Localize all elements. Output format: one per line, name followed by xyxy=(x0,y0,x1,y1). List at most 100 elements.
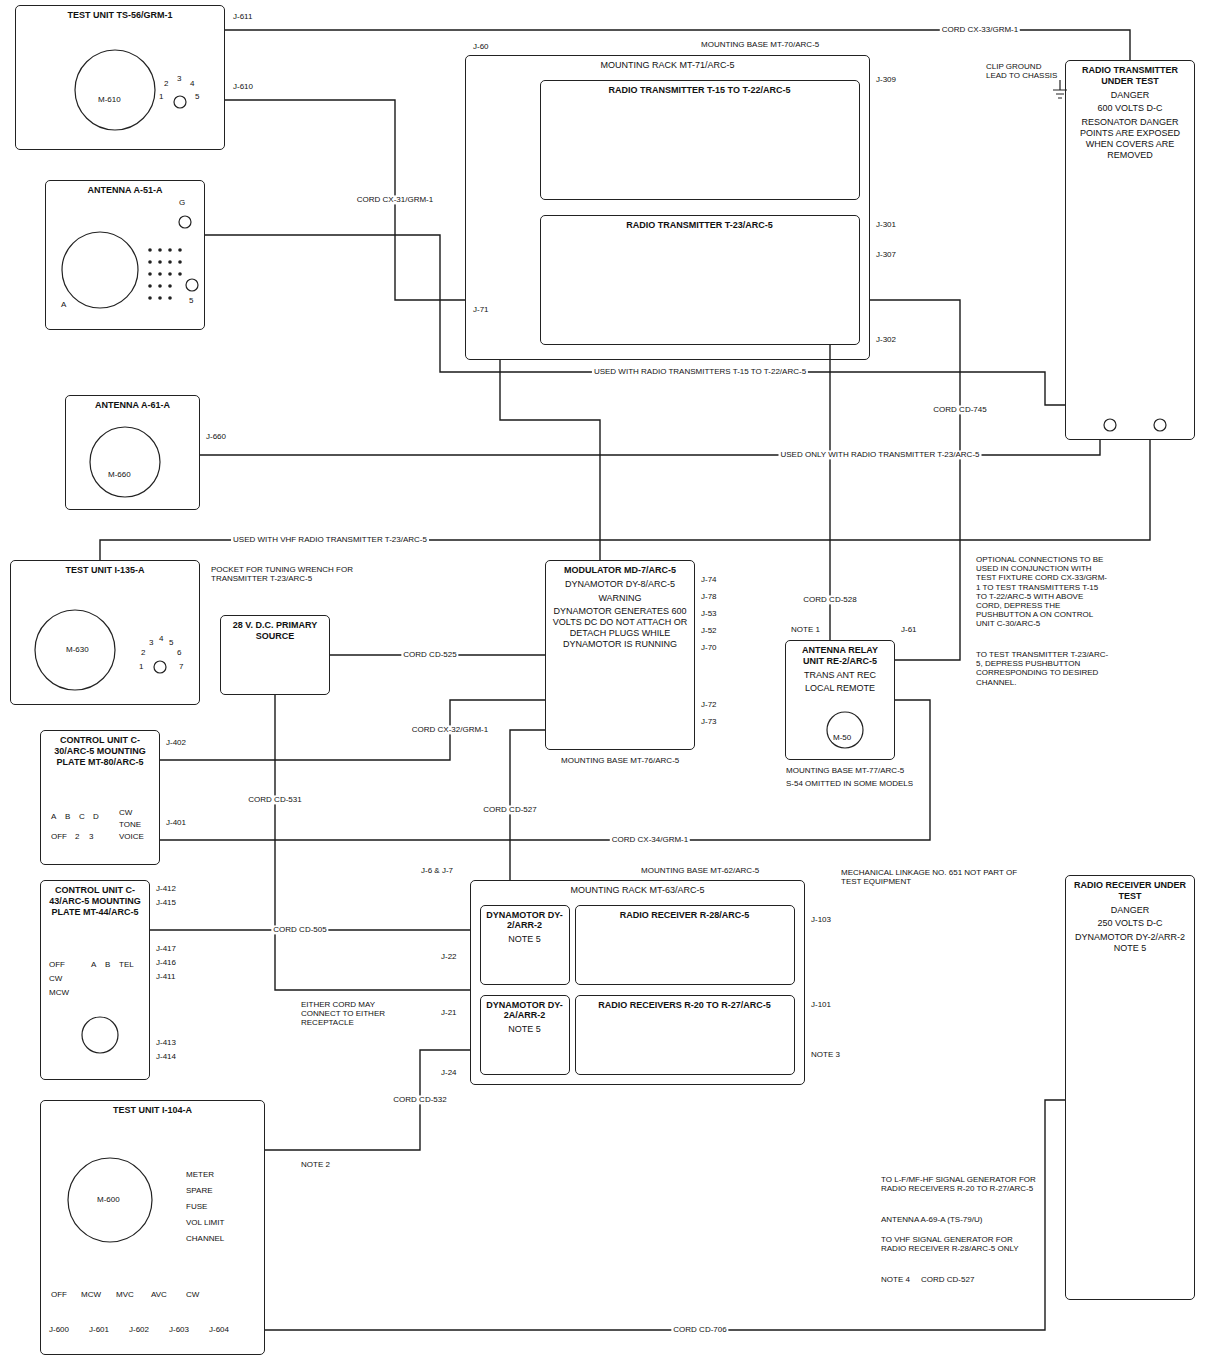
callout-label: 4 xyxy=(189,79,195,88)
callout-label: J-74 xyxy=(700,575,718,584)
ventilation-holes xyxy=(148,248,182,300)
callout-label: AVC xyxy=(150,1290,168,1299)
equipment-unit: RADIO TRANSMITTER T-15 TO T-22/ARC-5RADI… xyxy=(465,55,870,360)
callout-label: TONE xyxy=(118,820,142,829)
unit-text: 600 VOLTS D-C xyxy=(1071,103,1189,114)
callout-label: J-602 xyxy=(128,1325,150,1334)
callout-label: CW xyxy=(118,808,133,817)
equipment-unit: DYNAMOTOR DY-2/ARR-2NOTE 5RADIO RECEIVER… xyxy=(470,880,805,1085)
callout-label: B xyxy=(104,960,111,969)
callout-label: POCKET FOR TUNING WRENCH FOR TRANSMITTER… xyxy=(210,565,362,583)
unit-text: TRANS ANT REC xyxy=(791,670,889,681)
callout-label: J-73 xyxy=(700,717,718,726)
cable-cord xyxy=(100,440,1150,560)
tuning-dial xyxy=(82,1017,118,1053)
callout-label: NOTE 3 xyxy=(810,1050,841,1059)
unit-text: RADIO TRANSMITTER T-15 TO T-22/ARC-5 xyxy=(546,85,854,96)
callout-label: J-78 xyxy=(700,592,718,601)
callout-label: J-660 xyxy=(205,432,227,441)
equipment-unit: TEST UNIT I-104-A xyxy=(40,1100,265,1355)
callout-label: OFF xyxy=(50,832,68,841)
callout-label: MCW xyxy=(48,988,70,997)
unit-text: NOTE 5 xyxy=(486,934,564,945)
unit-text: TEST UNIT I-104-A xyxy=(46,1105,259,1116)
callout-label: J-307 xyxy=(875,250,897,259)
cord-label: USED ONLY WITH RADIO TRANSMITTER T-23/AR… xyxy=(779,450,982,459)
callout-label: 5 xyxy=(168,638,174,647)
callout-label: OPTIONAL CONNECTIONS TO BE USED IN CONJU… xyxy=(975,555,1112,629)
callout-label: J-413 xyxy=(155,1038,177,1047)
cable-cord xyxy=(870,300,960,660)
unit-text: WARNING xyxy=(551,593,689,604)
callout-label: J-411 xyxy=(155,972,176,981)
callout-label: J-72 xyxy=(700,700,718,709)
unit-text: RADIO TRANSMITTER UNDER TEST xyxy=(1071,65,1189,87)
callout-label: C xyxy=(78,812,86,821)
callout-label: J-52 xyxy=(700,626,718,635)
cord-label: CORD CX-32/GRM-1 xyxy=(410,725,490,734)
callout-label: J-103 xyxy=(810,915,832,924)
callout-label: TEL xyxy=(118,960,135,969)
callout-label: 2 xyxy=(163,79,169,88)
callout-label: VOICE xyxy=(118,832,145,841)
callout-label: 2 xyxy=(74,832,80,841)
callout-label: NOTE 1 xyxy=(790,625,821,634)
callout-label: 3 xyxy=(88,832,94,841)
callout-label: EITHER CORD MAY CONNECT TO EITHER RECEPT… xyxy=(300,1000,412,1028)
connector-plug xyxy=(1154,419,1166,431)
callout-label: J-24 xyxy=(440,1068,458,1077)
callout-label: TO VHF SIGNAL GENERATOR FOR RADIO RECEIV… xyxy=(880,1235,1037,1253)
callout-label: J-61 xyxy=(900,625,918,634)
callout-label: J-22 xyxy=(440,952,458,961)
callout-label: CW xyxy=(185,1290,200,1299)
callout-label: TO TEST TRANSMITTER T-23/ARC-5, DEPRESS … xyxy=(975,650,1112,687)
cord-label: CORD CD-745 xyxy=(931,405,988,414)
equipment-unit: TEST UNIT I-135-A xyxy=(10,560,200,705)
equipment-unit: CONTROL UNIT C-30/ARC-5 MOUNTING PLATE M… xyxy=(40,730,160,865)
callout-label: 6 xyxy=(176,648,182,657)
meter-dial xyxy=(90,427,160,497)
callout-label: NOTE 2 xyxy=(300,1160,331,1169)
terminal-post xyxy=(186,279,198,291)
callout-label: OFF xyxy=(48,960,66,969)
callout-label: J-6 & J-7 xyxy=(420,866,454,875)
callout-label: CHANNEL xyxy=(185,1234,225,1243)
callout-label: J-301 xyxy=(875,220,897,229)
cord-label: CORD CD-532 xyxy=(391,1095,448,1104)
callout-label: CLIP GROUND LEAD TO CHASSIS xyxy=(985,62,1062,80)
unit-text: DYNAMOTOR DY-2/ARR-2 NOTE 5 xyxy=(1071,932,1189,954)
callout-label: J-402 xyxy=(165,738,187,747)
callout-label: J-302 xyxy=(875,335,897,344)
callout-label: M-660 xyxy=(107,470,132,479)
callout-label: J-417 xyxy=(155,944,177,953)
equipment-unit: MODULATOR MD-7/ARC-5DYNAMOTOR DY-8/ARC-5… xyxy=(545,560,695,750)
cord-label: CORD CX-34/GRM-1 xyxy=(610,835,690,844)
unit-text: MOUNTING RACK MT-63/ARC-5 xyxy=(476,885,799,896)
meter-dial xyxy=(35,610,115,690)
meter-dial xyxy=(827,712,863,748)
selector-knob xyxy=(174,96,186,108)
selector-knob xyxy=(154,661,166,673)
equipment-unit: ANTENNA A-61-A xyxy=(65,395,200,510)
unit-text: 250 VOLTS D-C xyxy=(1071,918,1189,929)
callout-label: M-610 xyxy=(97,95,122,104)
cord-label: CORD CD-527 xyxy=(481,805,538,814)
callout-label: CORD CD-527 xyxy=(920,1275,975,1284)
mounted-unit: RADIO RECEIVER R-28/ARC-5 xyxy=(575,905,795,985)
callout-label: J-71 xyxy=(472,305,490,314)
callout-label: NOTE 4 xyxy=(880,1275,911,1284)
callout-label: M-600 xyxy=(96,1195,121,1204)
callout-label: J-604 xyxy=(208,1325,230,1334)
unit-text: MODULATOR MD-7/ARC-5 xyxy=(551,565,689,576)
callout-label: A xyxy=(90,960,97,969)
callout-label: J-70 xyxy=(700,643,718,652)
cord-label: USED WITH VHF RADIO TRANSMITTER T-23/ARC… xyxy=(231,535,429,544)
callout-label: J-600 xyxy=(48,1325,70,1334)
callout-label: J-611 xyxy=(232,12,253,21)
unit-text: ANTENNA A-61-A xyxy=(71,400,194,411)
cable-cord xyxy=(275,695,470,990)
unit-text: DYNAMOTOR DY-8/ARC-5 xyxy=(551,579,689,590)
callout-label: J-603 xyxy=(168,1325,190,1334)
unit-text: RADIO RECEIVERS R-20 TO R-27/ARC-5 xyxy=(581,1000,789,1011)
unit-text: ANTENNA RELAY UNIT RE-2/ARC-5 xyxy=(791,645,889,667)
